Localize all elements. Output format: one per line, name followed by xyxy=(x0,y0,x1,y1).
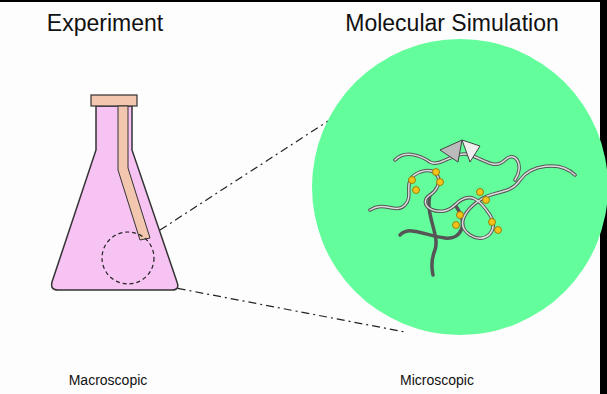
protein-chain xyxy=(370,154,575,275)
simulation-circle xyxy=(312,39,607,335)
helix xyxy=(462,140,480,162)
flask-reflection xyxy=(118,106,150,240)
section-title: Molecular Simulation xyxy=(345,10,558,37)
helix xyxy=(440,140,462,162)
zoom-region xyxy=(102,232,154,284)
disulfide-atoms xyxy=(409,169,502,234)
flask-body xyxy=(52,106,178,290)
scale-label: Macroscopic xyxy=(69,372,148,388)
scale-label: Microscopic xyxy=(400,372,474,388)
flask-stopper xyxy=(91,95,137,106)
section-title: Experiment xyxy=(47,10,163,37)
